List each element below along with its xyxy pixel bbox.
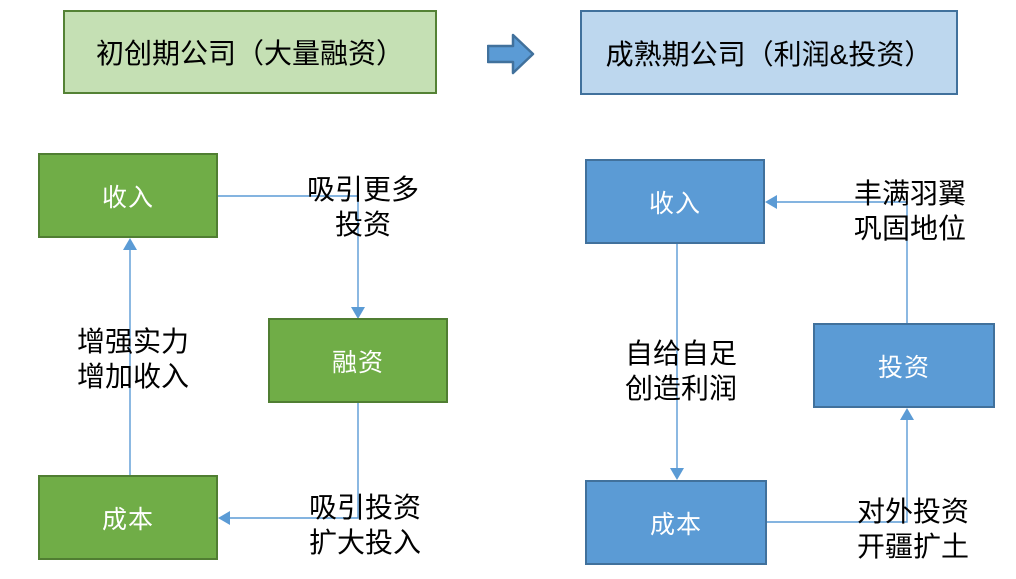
mature-phase-title-box: 成熟期公司（利润&投资） (580, 10, 958, 95)
startup-cost-label: 成本 (101, 505, 154, 534)
mature-investment-node: 投资 (813, 323, 995, 408)
edge-label-strengthen-increase-income: 增强实力 增加收入 (76, 326, 189, 392)
startup-phase-title-box: 初创期公司（大量融资） (63, 10, 437, 94)
arrowhead-left-icon (765, 195, 777, 209)
startup-phase-title: 初创期公司（大量融资） (95, 38, 404, 69)
startup-income-node: 收入 (38, 153, 218, 238)
arrowhead-left-icon (218, 511, 230, 525)
startup-financing-label: 融资 (331, 348, 384, 377)
arrowhead-up-icon (123, 238, 137, 250)
mature-income-label: 收入 (648, 189, 701, 218)
startup-cost-node: 成本 (38, 475, 218, 560)
edge-label-self-sufficient-create-profit: 自给自足 创造利润 (624, 338, 737, 404)
mature-phase-title: 成熟期公司（利润&投资） (605, 38, 933, 70)
startup-financing-node: 融资 (268, 318, 448, 403)
arrowhead-down-icon (670, 468, 684, 480)
mature-investment-label: 投资 (877, 353, 930, 382)
edge-label-attract-investment-expand-input: 吸引投资 扩大投入 (308, 492, 421, 558)
mature-cost-node: 成本 (585, 480, 767, 565)
transition-right-arrow-icon (487, 33, 535, 75)
edge-label-full-fledged-consolidate-position: 丰满羽翼 巩固地位 (853, 178, 966, 244)
mature-income-node: 收入 (585, 159, 765, 244)
arrowhead-up-icon (900, 408, 914, 420)
edge-label-outward-investment-expand-territory: 对外投资 开疆扩土 (856, 496, 969, 562)
mature-cost-label: 成本 (649, 510, 702, 539)
edge-label-attract-more-investment: 吸引更多 投资 (306, 174, 419, 240)
startup-income-label: 收入 (101, 183, 154, 212)
